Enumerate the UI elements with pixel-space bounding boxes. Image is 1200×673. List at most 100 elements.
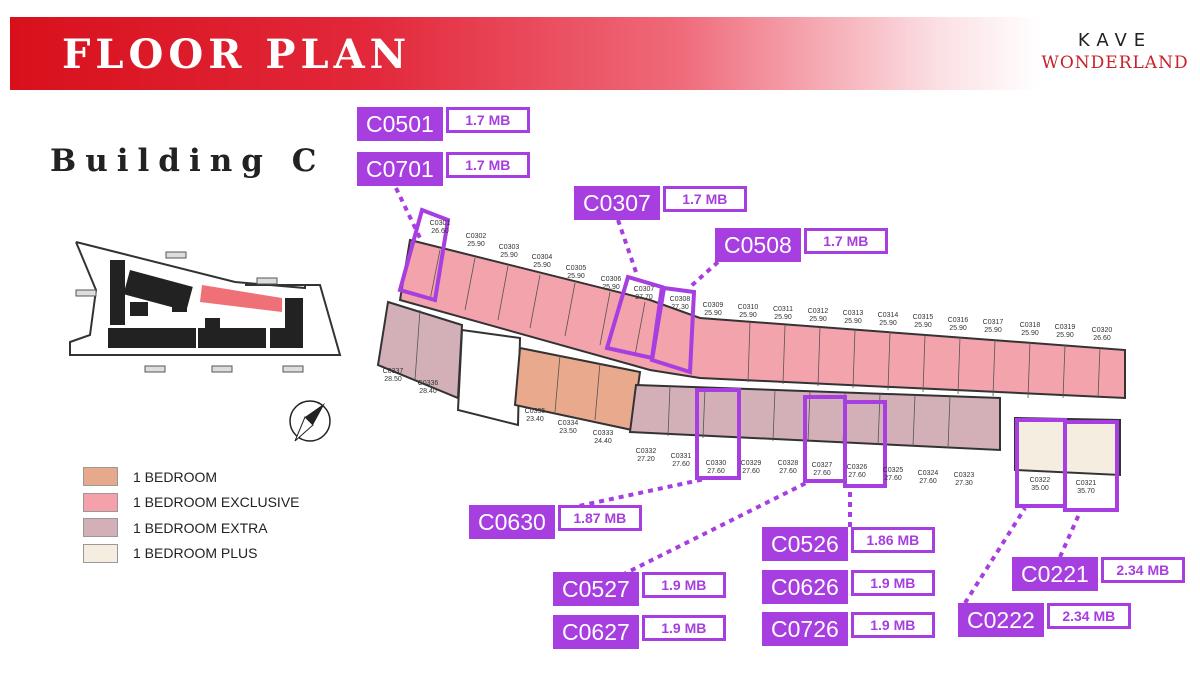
callout-unit-label[interactable]: C0527	[553, 572, 639, 606]
unit-area: 25.90	[500, 252, 518, 259]
unit-id: C0324	[917, 470, 939, 477]
unit-area: 25.90	[914, 322, 932, 329]
unit-id: C0315	[912, 314, 934, 321]
callout-file-size: 1.9 MB	[641, 615, 726, 641]
exclusive-wing	[398, 238, 1126, 400]
unit-id: C0302	[465, 233, 487, 240]
unit-id: C0307	[633, 286, 655, 293]
unit-id: C0314	[877, 312, 899, 319]
callout-unit-label[interactable]: C0508	[715, 228, 801, 262]
unit-id: C0323	[953, 472, 975, 479]
unit-area: 27.60	[919, 478, 937, 485]
unit-area: 26.60	[1093, 335, 1111, 342]
unit-area: 27.60	[779, 468, 797, 475]
unit-id: C0332	[635, 448, 657, 455]
unit-id: C0303	[498, 244, 520, 251]
unit-area: 27.60	[884, 475, 902, 482]
unit-area: 25.90	[1056, 332, 1074, 339]
callout-unit-label[interactable]: C0501	[357, 107, 443, 141]
unit-area: 25.90	[704, 310, 722, 317]
unit-id: C0312	[807, 308, 829, 315]
callout-file-size: 1.87 MB	[557, 505, 642, 531]
callout-file-size: 1.7 MB	[662, 186, 747, 212]
unit-id: C0320	[1091, 327, 1113, 334]
callout-file-size: 1.9 MB	[641, 572, 726, 598]
unit-area: 35.70	[1077, 488, 1095, 495]
unit-area: 23.40	[526, 416, 544, 423]
callout-file-size: 1.9 MB	[850, 612, 935, 638]
callout-unit-label[interactable]: C0222	[958, 603, 1044, 637]
callout-file-size: 1.7 MB	[445, 107, 530, 133]
unit-id: C0313	[842, 310, 864, 317]
unit-id: C0326	[846, 464, 868, 471]
unit-id: C0318	[1019, 322, 1041, 329]
unit-area: 27.60	[742, 468, 760, 475]
unit-area: 28.40	[419, 388, 437, 395]
header-banner: FLOOR PLAN	[10, 17, 1040, 90]
legend-label: 1 BEDROOM PLUS	[133, 545, 258, 562]
callout-file-size: 1.7 MB	[803, 228, 888, 254]
site-plan-map	[69, 241, 342, 373]
callout-unit-label[interactable]: C0630	[469, 505, 555, 539]
unit-area: 27.30	[955, 480, 973, 487]
unit-id: C0328	[777, 460, 799, 467]
unit-id: C0308	[669, 296, 691, 303]
unit-area: 24.40	[594, 438, 612, 445]
callout-unit-label[interactable]: C0701	[357, 152, 443, 186]
unit-id: C0329	[740, 460, 762, 467]
callout-unit-label[interactable]: C0221	[1012, 557, 1098, 591]
unit-area: 27.70	[635, 294, 653, 301]
legend-swatch	[83, 467, 118, 487]
unit-id: C0337	[382, 368, 404, 375]
unit-id: C0327	[811, 462, 833, 469]
unit-id: C0305	[565, 265, 587, 272]
callout-unit-label[interactable]: C0526	[762, 527, 848, 561]
callout-unit-label[interactable]: C0307	[574, 186, 660, 220]
unit-area: 25.90	[567, 273, 585, 280]
callout-unit-label[interactable]: C0627	[553, 615, 639, 649]
unit-area: 28.50	[384, 376, 402, 383]
callout-unit-label[interactable]: C0626	[762, 570, 848, 604]
callout-unit-label[interactable]: C0726	[762, 612, 848, 646]
unit-area: 35.00	[1031, 485, 1049, 492]
legend-label: 1 BEDROOM EXCLUSIVE	[133, 494, 300, 511]
logo-top: KAVE	[1077, 30, 1153, 51]
unit-id: C0319	[1054, 324, 1076, 331]
callout-file-size: 2.34 MB	[1100, 557, 1185, 583]
unit-area: 27.30	[671, 304, 689, 311]
core-stairs	[456, 328, 522, 427]
unit-id: C0325	[882, 467, 904, 474]
